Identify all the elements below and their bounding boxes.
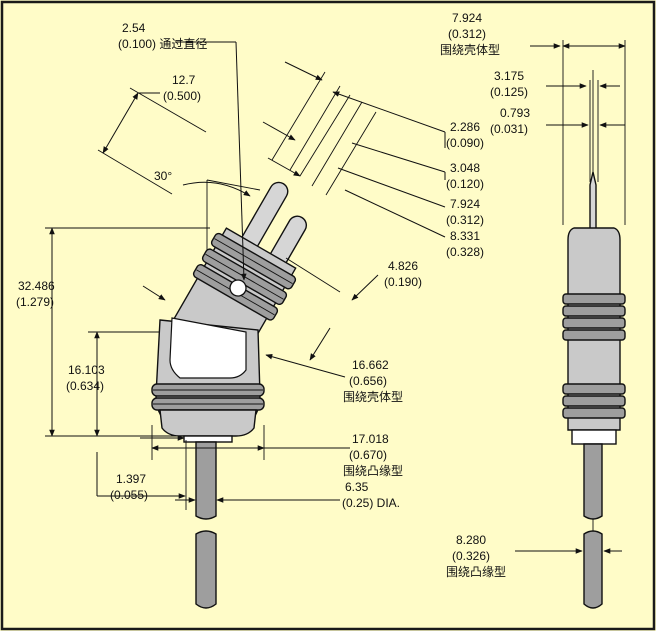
lower-height-mm: 16.103 xyxy=(68,363,105,377)
grip-window xyxy=(169,317,247,379)
pin-gap-mm: 2.286 xyxy=(450,120,480,134)
shell-note: 围绕壳体型 xyxy=(343,390,403,404)
body-width-in: (0.500) xyxy=(163,89,201,103)
side-view xyxy=(562,70,626,609)
side-pin-in: (0.125) xyxy=(490,85,528,99)
side-housing xyxy=(567,227,621,431)
side-flange-in: (0.326) xyxy=(452,549,490,563)
side-cable-upper xyxy=(583,443,603,520)
hole-mm: 2.54 xyxy=(122,21,146,35)
total-height-in: (1.279) xyxy=(16,295,54,309)
cable-upper xyxy=(195,441,217,520)
flange-note: 围绕凸缘型 xyxy=(343,464,403,478)
side-shell-mm: 7.924 xyxy=(452,11,482,25)
shell-mm: 16.662 xyxy=(352,358,389,372)
dimension-labels: 2.54 (0.100) 通过直径 12.7 (0.500) 30° 2.286… xyxy=(16,11,530,579)
pin-outer-in: (0.312) xyxy=(446,213,484,227)
flange-mm: 17.018 xyxy=(352,432,389,446)
total-height-mm: 32.486 xyxy=(18,279,55,293)
side-shell-note: 围绕壳体型 xyxy=(440,43,500,57)
cable-dia-mm: 6.35 xyxy=(345,480,369,494)
lower-height-in: (0.634) xyxy=(66,379,104,393)
flange-in: (0.670) xyxy=(349,448,387,462)
shell-in: (0.656) xyxy=(349,374,387,388)
side-cable-stub xyxy=(571,429,617,445)
pin-length-in: (0.328) xyxy=(446,245,484,259)
cable-dia-in: (0.25) DIA. xyxy=(342,496,400,510)
side-flange-mm: 8.280 xyxy=(456,533,486,547)
cable-stub xyxy=(183,435,233,443)
housing-base xyxy=(159,409,257,437)
hole-in: (0.100) 通过直径 xyxy=(118,37,207,51)
side-shell-in: (0.312) xyxy=(448,27,486,41)
cable-lower xyxy=(195,530,217,609)
side-rings xyxy=(562,293,626,419)
through-hole xyxy=(229,279,247,297)
cable-offset-in: (0.055) xyxy=(110,488,148,502)
pin-outer-mm: 7.924 xyxy=(450,197,480,211)
body-width-mm: 12.7 xyxy=(172,73,196,87)
side-pin-mm: 3.175 xyxy=(494,69,524,83)
pin-spacing-in: (0.120) xyxy=(446,177,484,191)
side-flange-note: 围绕凸缘型 xyxy=(446,565,506,579)
pin-dia-mm: 4.826 xyxy=(388,259,418,273)
side-pin-thk-in: (0.031) xyxy=(490,122,528,136)
pin-length-mm: 8.331 xyxy=(450,229,480,243)
side-pin-thk-mm: 0.793 xyxy=(500,106,530,120)
cable-offset-mm: 1.397 xyxy=(116,472,146,486)
dimension-lines xyxy=(45,40,626,554)
pin-dia-in: (0.190) xyxy=(384,275,422,289)
angle-label: 30° xyxy=(154,169,172,183)
pin-spacing-mm: 3.048 xyxy=(450,161,480,175)
pin-gap-in: (0.090) xyxy=(446,136,484,150)
side-cable-lower xyxy=(583,530,603,609)
